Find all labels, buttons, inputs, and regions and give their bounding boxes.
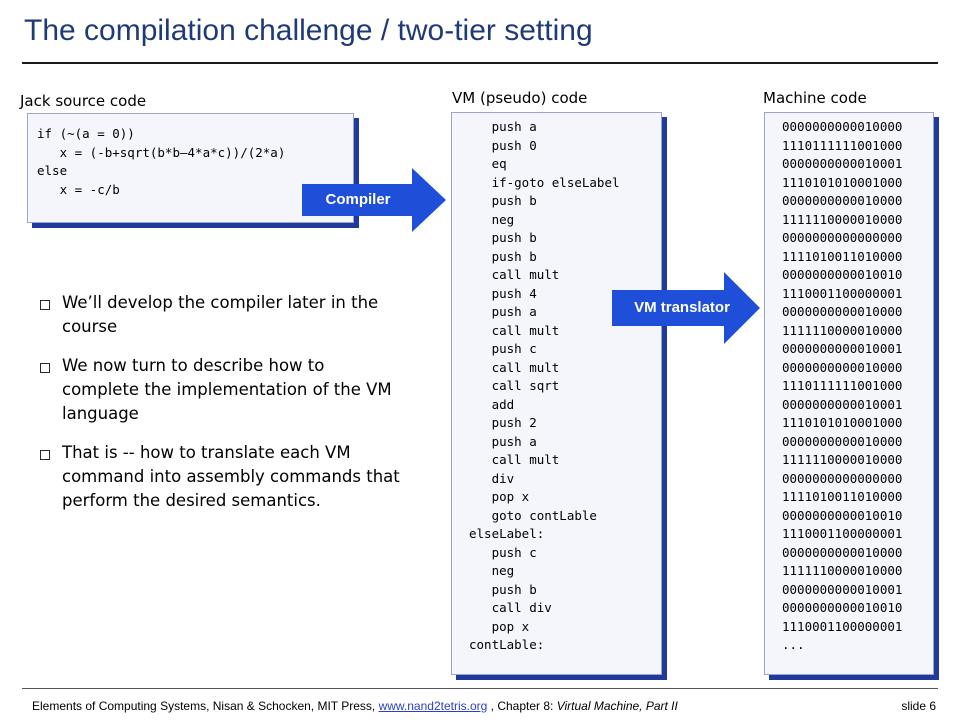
square-bullet-icon bbox=[40, 363, 50, 373]
vm-translator-arrow: VM translator bbox=[612, 272, 760, 344]
bullet-list: We’ll develop the compiler later in the … bbox=[40, 291, 400, 528]
compiler-label: Compiler bbox=[325, 191, 391, 208]
vm-code-label: VM (pseudo) code bbox=[452, 89, 588, 107]
arrow-shaft bbox=[612, 290, 724, 326]
footer-divider bbox=[22, 688, 938, 689]
footer-prefix: Elements of Computing Systems, Nisan & S… bbox=[32, 699, 379, 713]
compiler-arrow: Compiler bbox=[302, 168, 446, 232]
square-bullet-icon bbox=[40, 450, 50, 460]
jack-source-code: if (~(a = 0)) x = (-b+sqrt(b*b–4*a*c))/(… bbox=[37, 126, 286, 197]
bullet-item: That is -- how to translate each VM comm… bbox=[40, 441, 400, 513]
square-bullet-icon bbox=[40, 300, 50, 310]
box-face bbox=[764, 112, 934, 675]
arrow-head-icon bbox=[412, 168, 446, 232]
jack-source-box: if (~(a = 0)) x = (-b+sqrt(b*b–4*a*c))/(… bbox=[27, 113, 359, 228]
jack-source-label: Jack source code bbox=[20, 92, 147, 110]
footer: Elements of Computing Systems, Nisan & S… bbox=[32, 699, 678, 713]
bullet-item: We now turn to describe how to complete … bbox=[40, 354, 400, 426]
box-face bbox=[451, 112, 662, 675]
arrow-shaft bbox=[302, 184, 412, 216]
bullet-item: We’ll develop the compiler later in the … bbox=[40, 291, 400, 339]
bullet-text: We’ll develop the compiler later in the … bbox=[62, 293, 379, 336]
slide-title: The compilation challenge / two-tier set… bbox=[24, 14, 593, 47]
vm-code-box: push a push 0 eq if-goto elseLabel push … bbox=[451, 112, 667, 680]
slide-number: slide 6 bbox=[901, 699, 936, 713]
machine-code-label: Machine code bbox=[763, 89, 867, 107]
nand2tetris-link[interactable]: www.nand2tetris.org bbox=[378, 699, 488, 713]
footer-middle: , Chapter 8: bbox=[487, 699, 557, 713]
bullet-text: That is -- how to translate each VM comm… bbox=[62, 443, 400, 510]
bullet-text: We now turn to describe how to complete … bbox=[62, 356, 392, 423]
vm-code: push a push 0 eq if-goto elseLabel push … bbox=[469, 119, 620, 652]
box-face bbox=[27, 113, 354, 223]
vm-translator-label: VM translator bbox=[634, 299, 730, 316]
arrow-head-icon bbox=[724, 272, 760, 344]
footer-chapter: Virtual Machine, Part II bbox=[556, 699, 678, 713]
machine-code: 0000000000010000 1110111111001000 000000… bbox=[782, 119, 903, 652]
title-divider bbox=[22, 62, 938, 64]
machine-code-box: 0000000000010000 1110111111001000 000000… bbox=[764, 112, 939, 680]
